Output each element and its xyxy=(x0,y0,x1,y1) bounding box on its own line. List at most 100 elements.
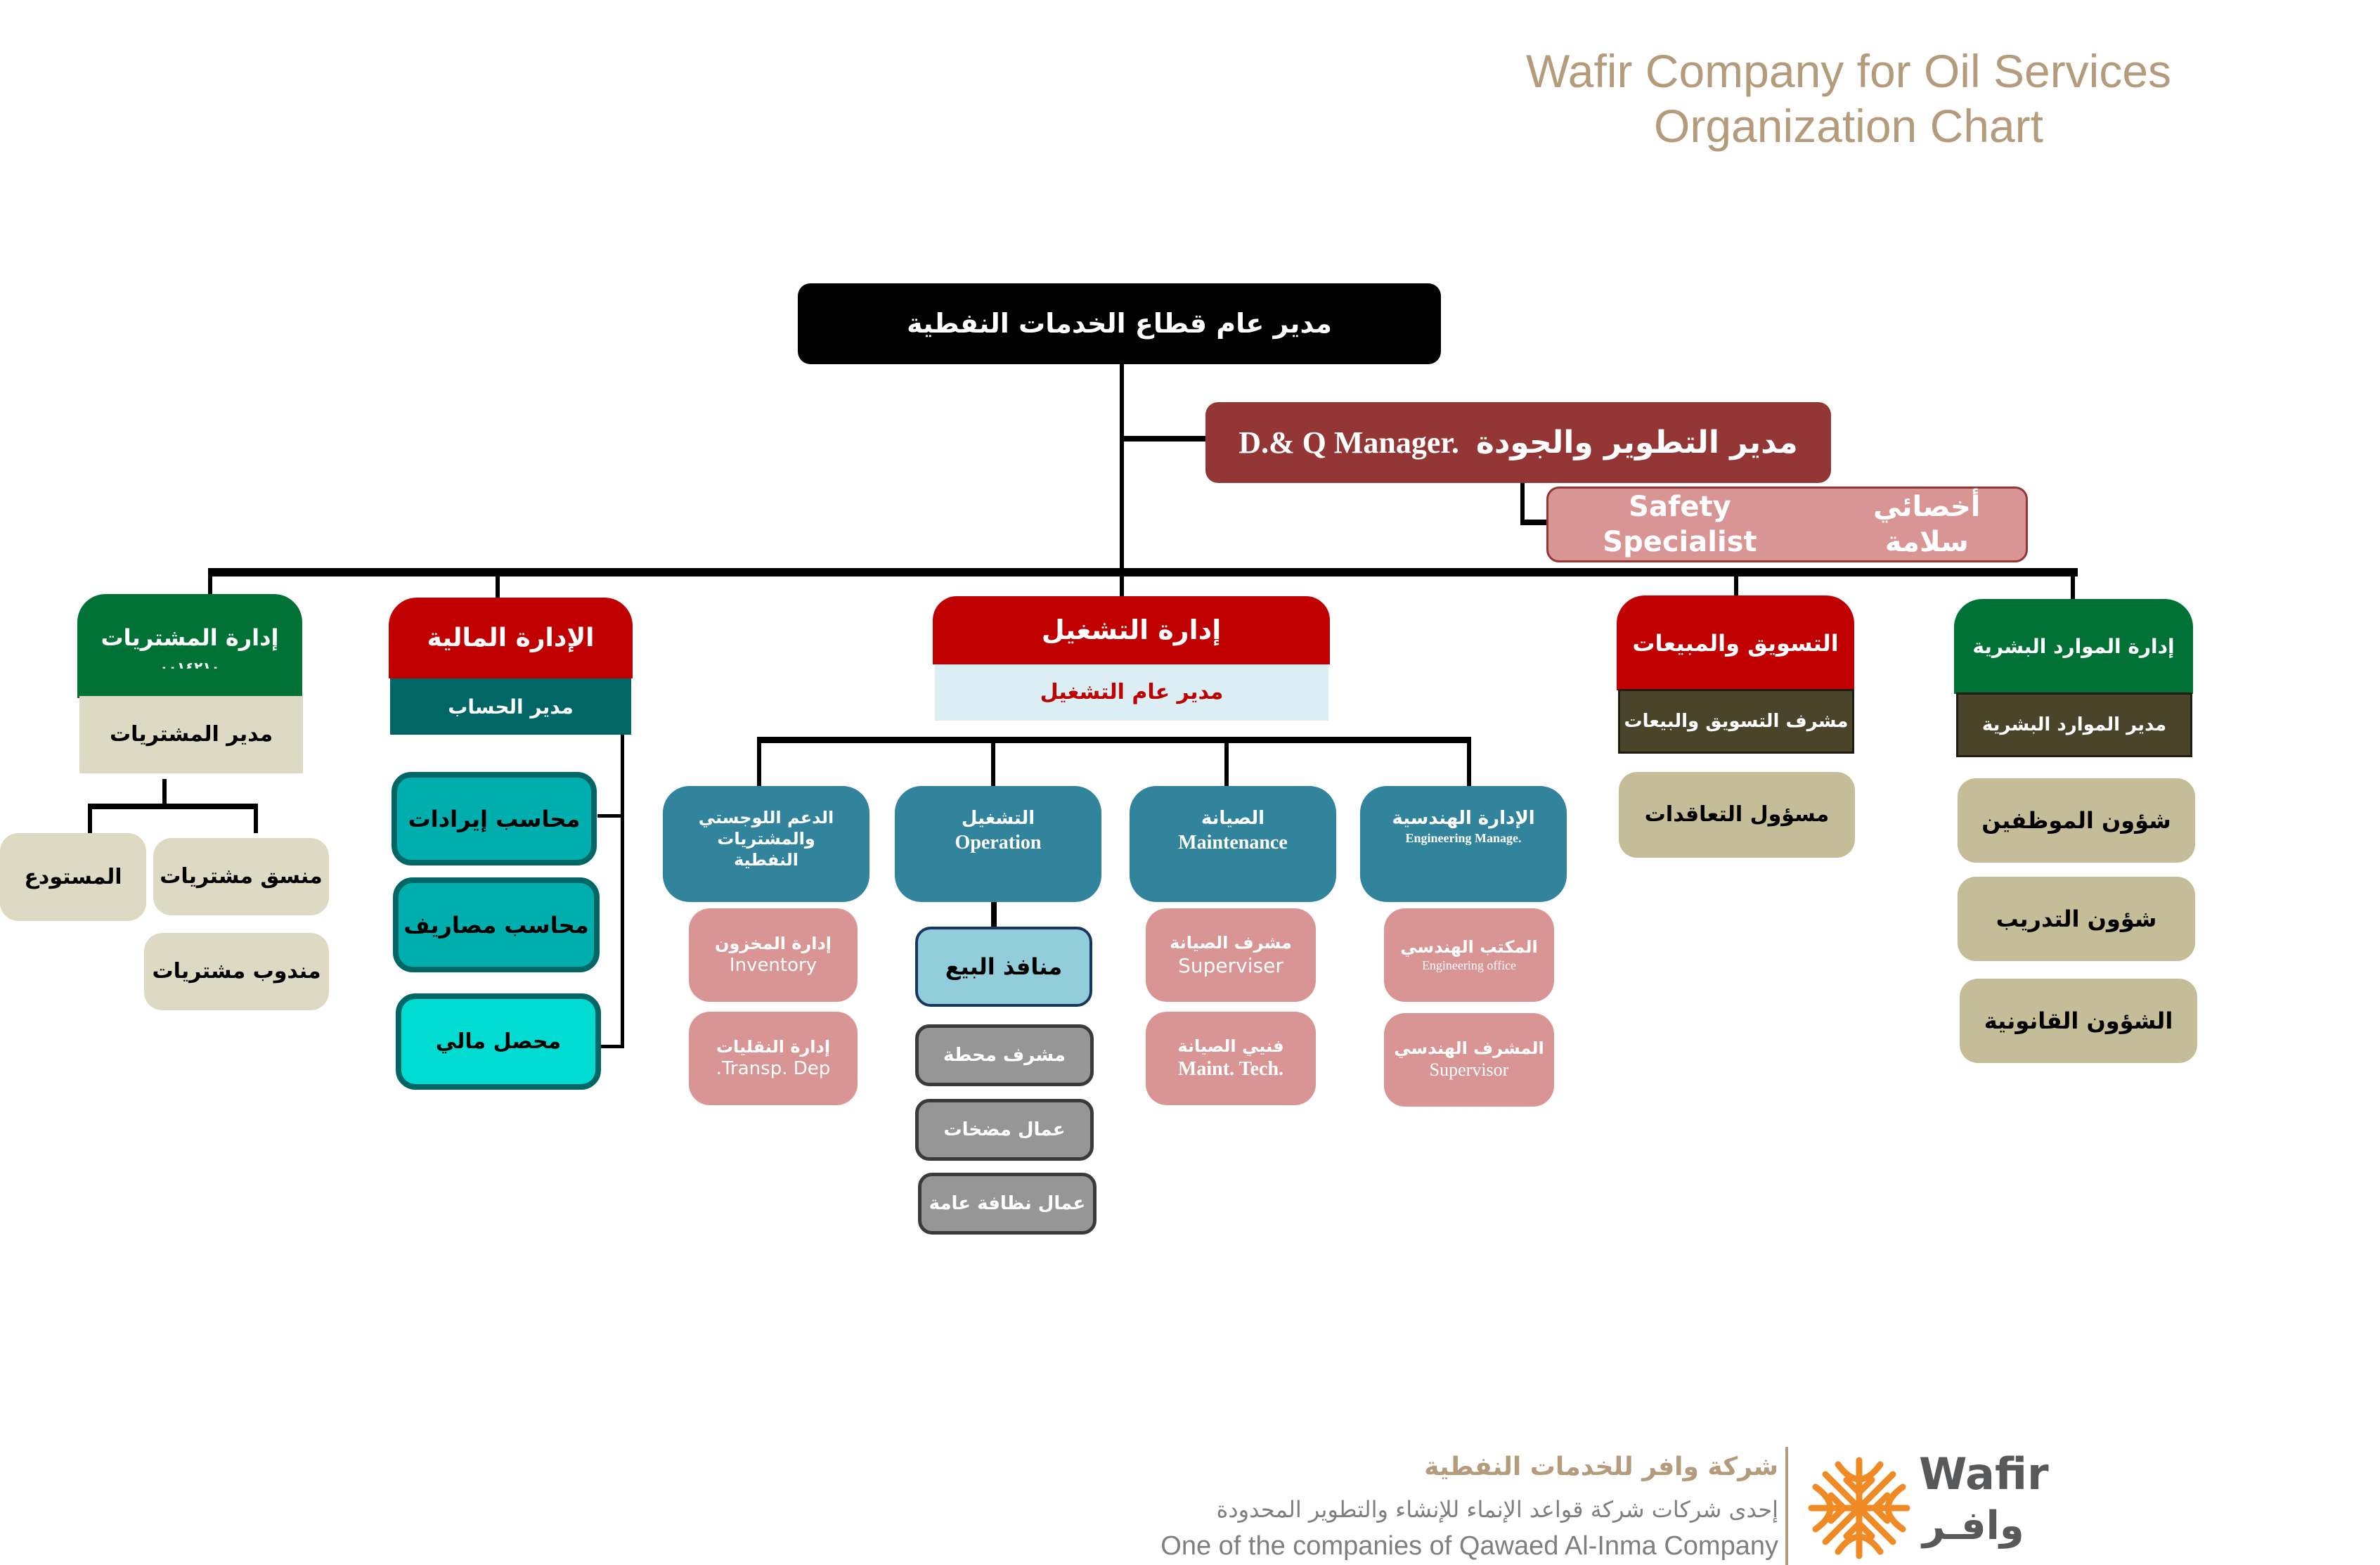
wafir-star-logo-icon xyxy=(1808,1457,1910,1559)
connector-fin-c1 xyxy=(597,814,624,818)
sales-outlets[interactable]: منافذ البيع xyxy=(915,927,1092,1007)
dq-manager-label-ar: مدير التطوير والجودة xyxy=(1475,425,1798,461)
finance-manager[interactable]: مدير الحساب xyxy=(390,678,631,735)
unit-maintenance-supervisor[interactable]: مشرف الصيانة Superviser xyxy=(1146,908,1316,1002)
connector-dq xyxy=(1120,436,1205,442)
connector-proc-trunk xyxy=(162,779,167,809)
finance-header[interactable]: الإدارة المالية xyxy=(389,598,633,678)
unit-label-ar: إدارة النقليات xyxy=(716,1037,831,1057)
unit-station-supervisor[interactable]: مشرف محطة xyxy=(915,1024,1094,1086)
connector-drop-operations xyxy=(1120,568,1124,598)
hr-child-employee-affairs[interactable]: شؤون الموظفين xyxy=(1958,778,2195,863)
sales-title: التسويق والمبيعات xyxy=(1632,629,1839,657)
unit-label-ar: مشرف محطة xyxy=(943,1044,1066,1066)
finance-title: الإدارة المالية xyxy=(427,624,595,652)
operations-manager[interactable]: مدير عام التشغيل xyxy=(935,664,1328,721)
wafir-logo: Wafir وافـر xyxy=(1799,1448,2067,1565)
footer-company-ar: شركة وافر للخدمات النفطية xyxy=(1424,1453,1778,1481)
section-maintenance[interactable]: الصيانة Maintenance xyxy=(1130,786,1336,902)
section-logistics[interactable]: الدعم اللوجستي والمشتريات النفطية xyxy=(663,786,869,902)
procurement-header[interactable]: إدارة المشتريات ٠٠١٤٢١٠ xyxy=(77,594,302,698)
chart-title-line1: Wafir Company for Oil Services xyxy=(1525,45,2172,97)
connector-main-bar xyxy=(208,568,2078,577)
unit-transport[interactable]: إدارة النقليات Transp. Dep. xyxy=(689,1012,858,1105)
procurement-manager[interactable]: مدير المشتريات xyxy=(79,696,303,773)
hr-header[interactable]: إدارة الموارد البشرية xyxy=(1954,599,2193,694)
operations-manager-label: مدير عام التشغيل xyxy=(1040,680,1224,705)
connector-operation-outlet xyxy=(991,901,997,928)
unit-pump-workers[interactable]: عمال مضخات xyxy=(915,1099,1094,1161)
logo-text-en: Wafir xyxy=(1919,1448,2049,1500)
chart-title-line2: Organization Chart xyxy=(1654,100,2043,152)
hr-manager[interactable]: مدير الموارد البشرية xyxy=(1956,693,2192,757)
finance-child-revenue-accountant[interactable]: محاسب إيرادات xyxy=(392,772,597,865)
unit-label-ar: المشرف الهندسي xyxy=(1394,1038,1544,1059)
unit-engineering-supervisor[interactable]: المشرف الهندسي Supervisor xyxy=(1384,1013,1554,1107)
unit-label-ar: إدارة المخزون xyxy=(714,934,832,954)
connector-drop-procurement xyxy=(208,568,212,595)
unit-maintenance-tech[interactable]: فنيي الصيانة Maint. Tech. xyxy=(1146,1012,1316,1105)
chart-title: Wafir Company for Oil Services Organizat… xyxy=(1406,44,2291,153)
sales-header[interactable]: التسويق والمبيعات xyxy=(1617,595,1854,690)
sales-outlets-label: منافذ البيع xyxy=(945,953,1063,980)
connector-drop-sales xyxy=(1734,568,1738,596)
connector-ops-logistics xyxy=(757,737,761,786)
logo-text-ar: وافـر xyxy=(1922,1503,2024,1549)
unit-cleaning-workers[interactable]: عمال نظافة عامة xyxy=(918,1173,1097,1235)
hr-child-label: الشؤون القانونية xyxy=(1984,1007,2173,1034)
section-engineering-title-ar: الإدارة الهندسية xyxy=(1392,808,1535,829)
procurement-manager-label: مدير المشتريات xyxy=(109,722,273,747)
connector-drop-finance xyxy=(496,568,500,598)
section-engineering[interactable]: الإدارة الهندسية Engineering Manage. xyxy=(1360,786,1567,902)
operations-title: إدارة التشغيل xyxy=(1041,614,1222,645)
connector-proc-right xyxy=(254,804,258,833)
unit-inventory[interactable]: إدارة المخزون Inventory xyxy=(689,908,858,1002)
finance-child-label: محاسب إيرادات xyxy=(408,805,581,832)
ceo-label: مدير عام قطاع الخدمات النفطية xyxy=(907,307,1332,339)
unit-label-en: Maint. Tech. xyxy=(1177,1058,1284,1080)
safety-specialist-box[interactable]: Safety Specialist أخصائي سلامة xyxy=(1546,487,2028,562)
hr-child-label: شؤون الموظفين xyxy=(1981,807,2171,834)
section-operation[interactable]: التشغيل Operation xyxy=(895,786,1101,902)
hr-child-label: شؤون التدريب xyxy=(1996,906,2157,932)
connector-safety-v xyxy=(1520,483,1525,524)
procurement-child-representative[interactable]: مندوب مشتريات xyxy=(144,933,329,1010)
hr-title: إدارة الموارد البشرية xyxy=(1972,635,2175,658)
unit-label-en: Supervisor xyxy=(1429,1060,1509,1081)
section-maintenance-title-en: Maintenance xyxy=(1178,831,1288,854)
connector-drop-hr xyxy=(2071,568,2075,599)
procurement-subtitle-fragment: ٠٠١٤٢١٠ xyxy=(160,659,220,669)
hr-child-legal-affairs[interactable]: الشؤون القانونية xyxy=(1960,979,2197,1063)
ceo-box[interactable]: مدير عام قطاع الخدمات النفطية xyxy=(798,283,1441,364)
unit-label-en: Inventory xyxy=(729,955,817,977)
sales-child-label: مسؤول التعاقدات xyxy=(1644,802,1830,827)
finance-child-collector[interactable]: محصل مالي xyxy=(396,993,601,1090)
safety-label-en: Safety Specialist xyxy=(1603,491,1757,558)
footer-divider xyxy=(1785,1447,1788,1565)
unit-label-ar: المكتب الهندسي xyxy=(1400,937,1538,958)
section-logistics-title: الدعم اللوجستي والمشتريات النفطية xyxy=(698,808,834,870)
connector-proc-bar xyxy=(88,804,258,809)
hr-manager-label: مدير الموارد البشرية xyxy=(1981,714,2167,735)
dq-manager-box[interactable]: D.& Q Manager. مدير التطوير والجودة xyxy=(1205,402,1831,483)
connector-ops-bar xyxy=(757,737,1471,743)
hr-child-training-affairs[interactable]: شؤون التدريب xyxy=(1958,877,2195,961)
sales-manager[interactable]: مشرف التسويق والبيعات xyxy=(1618,689,1854,754)
section-engineering-title-en: Engineering Manage. xyxy=(1405,830,1522,845)
sales-manager-label: مشرف التسويق والبيعات xyxy=(1624,710,1849,732)
operations-header[interactable]: إدارة التشغيل xyxy=(933,596,1330,664)
unit-engineering-office[interactable]: المكتب الهندسي Engineering office xyxy=(1384,908,1554,1002)
unit-label-en: Transp. Dep. xyxy=(716,1058,831,1080)
connector-fin-trunk xyxy=(621,735,624,1048)
sales-child-contracts[interactable]: مسؤول التعاقدات xyxy=(1619,772,1855,858)
finance-child-expense-accountant[interactable]: محاسب مصاريف xyxy=(393,877,600,972)
unit-label-en: Engineering office xyxy=(1421,958,1517,973)
finance-child-label: محصل مالي xyxy=(435,1029,562,1054)
dq-manager-label-en: D.& Q Manager. xyxy=(1238,425,1459,460)
procurement-child-label: المستودع xyxy=(24,864,122,889)
procurement-child-coordinator[interactable]: منسق مشتريات xyxy=(153,838,329,915)
procurement-child-warehouse[interactable]: المستودع xyxy=(0,833,146,921)
procurement-title: إدارة المشتريات xyxy=(101,624,279,651)
connector-ops-engineering xyxy=(1467,737,1471,786)
connector-fin-c3 xyxy=(597,1045,624,1048)
